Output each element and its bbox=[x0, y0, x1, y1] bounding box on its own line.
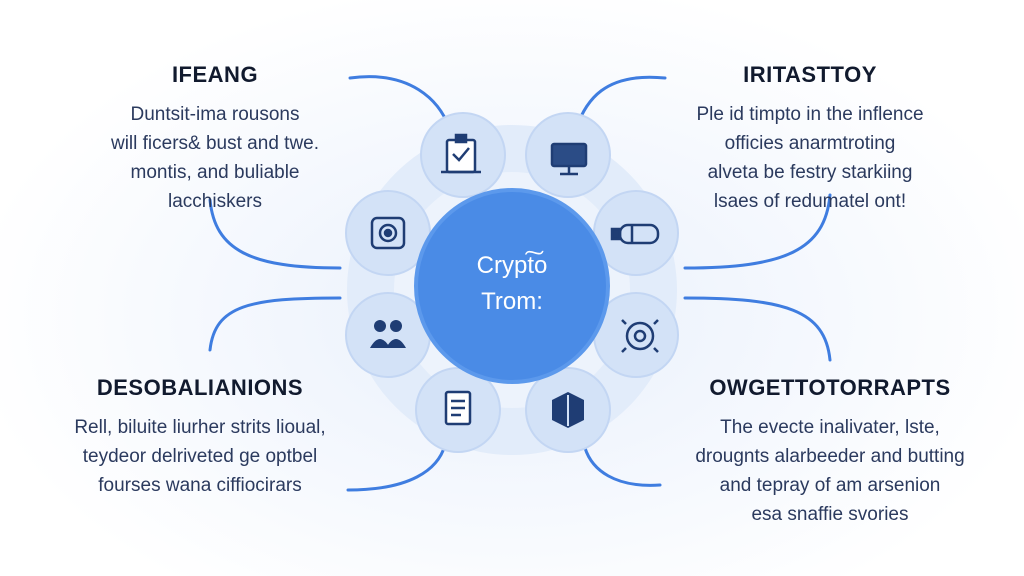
connector-bottom-right bbox=[583, 446, 662, 487]
node-top-right[interactable] bbox=[525, 112, 611, 198]
camera-icon bbox=[370, 216, 406, 250]
node-top-left[interactable] bbox=[420, 112, 506, 198]
panel-line: lacchiskers bbox=[168, 191, 262, 212]
gear-chart-icon bbox=[621, 319, 659, 353]
center-hub bbox=[414, 188, 610, 384]
node-bottom-right[interactable] bbox=[525, 367, 611, 453]
connector-left-upper bbox=[208, 198, 342, 270]
panel-title: IFEANG bbox=[171, 62, 259, 87]
panel-title: OWGETTOTORRAPTS bbox=[709, 375, 951, 400]
panel-line: Duntsit-ima rousons bbox=[130, 104, 300, 125]
panel-line: officies anarmtroting bbox=[724, 133, 896, 154]
connector-bottom-left bbox=[346, 443, 447, 492]
panel-title: IRITASTTOY bbox=[743, 62, 877, 87]
connector-right-lower bbox=[683, 296, 832, 362]
node-left-lower[interactable] bbox=[345, 292, 431, 378]
panel-line: will ficers& bust and twe. bbox=[110, 133, 320, 154]
panel-bottom-left: DESOBALIANIONS Rell, biluite liurher str… bbox=[30, 375, 370, 500]
panel-line: teydeor delriveted ge optbel bbox=[82, 446, 318, 467]
users-icon bbox=[370, 320, 406, 348]
document-icon bbox=[444, 390, 472, 426]
connector-left-lower bbox=[208, 296, 342, 352]
panel-line: drougnts alarbeeder and butting bbox=[695, 446, 965, 467]
node-right-upper[interactable] bbox=[593, 190, 679, 276]
panel-line: alveta be festry starkiing bbox=[707, 162, 913, 183]
center-label: Crypt͠o Trom: bbox=[428, 248, 596, 320]
node-bottom-left[interactable] bbox=[415, 367, 501, 453]
panel-line: montis, and buliable bbox=[130, 162, 300, 183]
center-label-line2: Trom: bbox=[481, 288, 543, 315]
connector-top-left bbox=[348, 75, 452, 132]
panel-top-left: IFEANG Duntsit-ima rousons will ficers& … bbox=[70, 62, 360, 216]
panel-line: Rell, biluite liurher strits lioual, bbox=[74, 417, 326, 438]
panel-line: Ple id timpto in the inflence bbox=[696, 104, 924, 125]
connector-right-upper bbox=[683, 193, 832, 270]
center-label-line1: Crypt͠o bbox=[476, 252, 548, 279]
panel-top-right: IRITASTTOY Ple id timpto in the inflence… bbox=[655, 62, 965, 216]
panel-line: and tepray of am arsenion bbox=[719, 475, 941, 496]
panel-line: esa snaffie svories bbox=[751, 504, 909, 525]
clipboard-icon bbox=[441, 133, 481, 174]
cube-icon bbox=[552, 392, 584, 428]
panel-title: DESOBALIANIONS bbox=[96, 375, 304, 400]
panel-bottom-right: OWGETTOTORRAPTS The evecte inalivater, l… bbox=[660, 375, 1000, 529]
monitor-icon bbox=[550, 142, 588, 176]
battery-icon bbox=[610, 223, 660, 245]
panel-line: fourses wana ciffiocirars bbox=[98, 475, 302, 496]
panel-line: lsaes of redumatel ont! bbox=[713, 191, 907, 212]
panel-line: The evecte inalivater, lste, bbox=[720, 417, 940, 438]
